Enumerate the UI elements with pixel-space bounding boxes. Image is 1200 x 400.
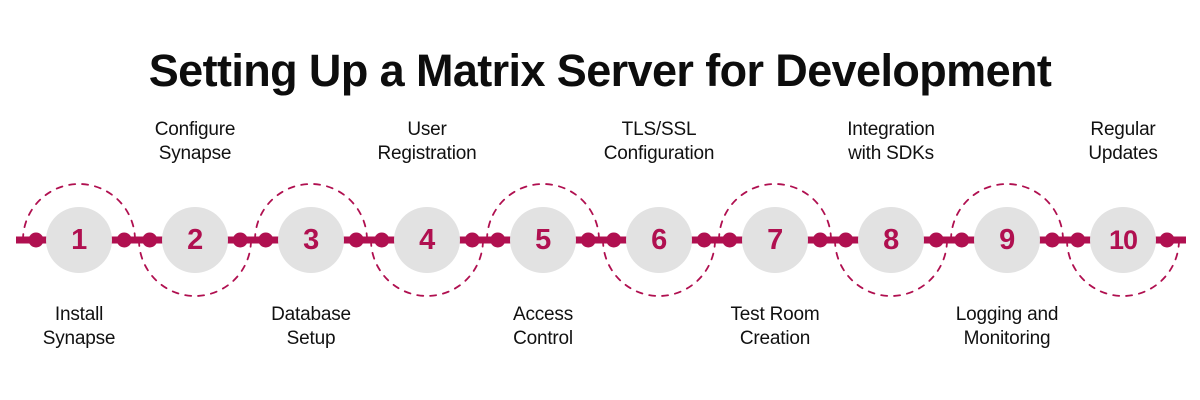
step-number-label: 9	[999, 223, 1015, 256]
step-label-6: TLS/SSL Configuration	[564, 118, 754, 167]
timeline-connector-dot	[1044, 232, 1060, 248]
step-label-line1: Access	[512, 304, 574, 325]
timeline-connector-dot	[464, 232, 480, 248]
step-node-7[interactable]: 7	[742, 207, 808, 273]
timeline-connector-dot	[722, 232, 738, 248]
step-label-line1: Test Room	[730, 304, 820, 325]
step-node-2[interactable]: 2	[162, 207, 228, 273]
step-node-9[interactable]: 9	[974, 207, 1040, 273]
timeline-connector-dot	[348, 232, 364, 248]
timeline-connector-dot	[1070, 232, 1086, 248]
step-node-8[interactable]: 8	[858, 207, 924, 273]
step-label-line1: Logging and	[955, 304, 1059, 325]
step-number-label: 7	[767, 223, 783, 256]
step-label-line2: with SDKs	[848, 143, 934, 165]
step-label-line1: Install	[54, 304, 104, 325]
step-label-line1: Regular	[1090, 119, 1156, 140]
timeline-connector-dot	[580, 232, 596, 248]
timeline-connector-dot	[954, 232, 970, 248]
step-number-label: 4	[419, 223, 435, 256]
step-label-line2: Monitoring	[963, 328, 1051, 350]
page-title: Setting Up a Matrix Server for Developme…	[148, 45, 1052, 97]
timeline-connector-dot	[232, 232, 248, 248]
step-label-line1: Configure	[154, 119, 236, 140]
step-number-label: 8	[883, 223, 899, 256]
step-label-line1: Database	[271, 304, 351, 325]
timeline-connector-dot	[928, 232, 944, 248]
step-node-5[interactable]: 5	[510, 207, 576, 273]
step-label-line2: Creation	[739, 328, 811, 350]
step-label-line2: Registration	[377, 143, 477, 165]
timeline-connector-dot	[696, 232, 712, 248]
timeline-connector-dot	[374, 232, 390, 248]
step-number-label: 5	[535, 223, 551, 256]
step-label-line2: Updates	[1088, 143, 1158, 165]
step-label-line1: TLS/SSL	[621, 119, 697, 140]
timeline-connector-dot	[490, 232, 506, 248]
step-node-3[interactable]: 3	[278, 207, 344, 273]
timeline-connector-dot	[812, 232, 828, 248]
step-label-line2: Synapse	[42, 328, 116, 350]
step-label-line2: Setup	[286, 328, 336, 350]
step-label-8: Integration with SDKs	[796, 118, 986, 167]
timeline-connector-dot	[142, 232, 158, 248]
step-node-6[interactable]: 6	[626, 207, 692, 273]
step-number-label: 1	[71, 223, 87, 256]
step-number-label: 3	[303, 223, 319, 256]
step-label-line1: Integration	[847, 119, 935, 140]
timeline-connector-dot	[258, 232, 274, 248]
step-number-label: 2	[187, 223, 203, 256]
step-label-line2: Control	[513, 328, 573, 350]
step-label-line2: Configuration	[603, 143, 715, 165]
timeline-start-dot	[28, 232, 44, 248]
timeline-connector-dot	[116, 232, 132, 248]
step-node-10[interactable]: 10	[1090, 207, 1156, 273]
step-number-label: 10	[1108, 224, 1138, 255]
timeline-connector-dot	[838, 232, 854, 248]
step-label-line1: User	[407, 119, 447, 140]
step-number-label: 6	[651, 223, 667, 256]
timeline-end-dot	[1159, 232, 1175, 248]
step-node-1[interactable]: 1	[46, 207, 112, 273]
timeline-connector-dot	[606, 232, 622, 248]
step-label-line2: Synapse	[158, 143, 232, 165]
step-node-4[interactable]: 4	[394, 207, 460, 273]
